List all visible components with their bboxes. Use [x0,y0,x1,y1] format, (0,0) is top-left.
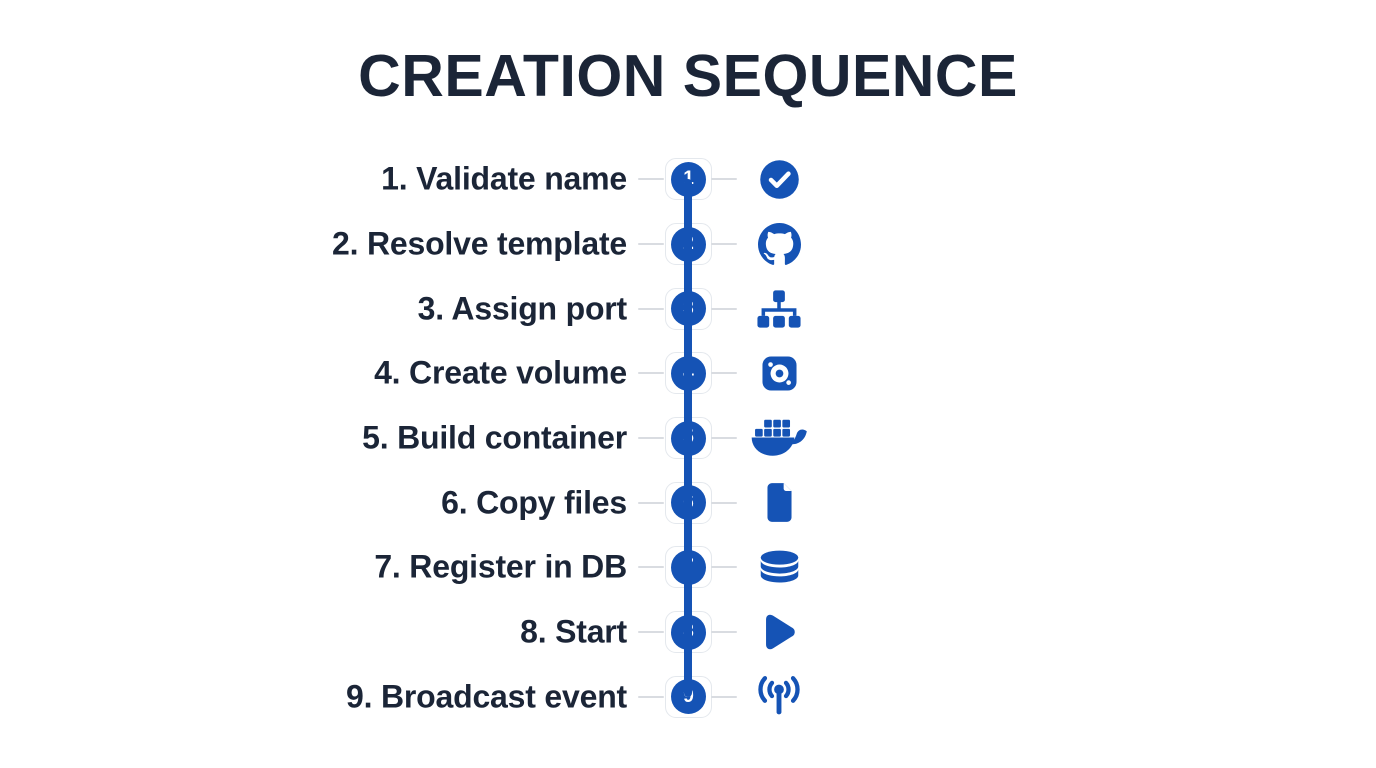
storage-disk-icon [758,352,801,395]
step-label: 7. Register in DB [374,548,627,585]
connector-left [638,243,664,246]
connector-right [711,178,737,181]
step-label: 4. Create volume [374,354,627,391]
timeline: 1. Validate name 1 2. Resolve template 2… [0,147,1376,731]
step-label: 8. Start [520,613,627,650]
play-icon [760,611,798,653]
connector-left [638,501,664,504]
step-icon-slot [747,279,811,339]
docker-whale-icon [748,415,810,461]
step-icon-slot [747,149,811,209]
database-icon [757,548,802,586]
page-title: CREATION SEQUENCE [358,43,1018,109]
step-icon-slot [747,343,811,403]
connector-right [711,307,737,310]
step-label: 5. Build container [362,419,627,456]
step-icon-slot [747,214,811,274]
connector-right [711,631,737,634]
sitemap-icon [755,289,803,329]
connector-left [638,307,664,310]
connector-right [711,372,737,375]
step-label: 2. Resolve template [332,225,627,262]
step-icon-slot [747,473,811,533]
step-icon-slot [747,537,811,597]
step-label: 9. Broadcast event [346,678,627,715]
connector-left [638,372,664,375]
file-icon [761,480,798,525]
github-icon [758,223,801,266]
connector-right [711,501,737,504]
step-icon-slot [747,408,811,468]
timeline-spine [684,179,692,697]
connector-left [638,695,664,698]
connector-right [711,566,737,569]
step-label: 6. Copy files [441,484,627,521]
connector-right [711,437,737,440]
connector-right [711,695,737,698]
connector-left [638,437,664,440]
step-icon-slot [747,602,811,662]
connector-left [638,631,664,634]
step-label: 1. Validate name [381,160,627,197]
connector-right [711,243,737,246]
connector-left [638,178,664,181]
step-label: 3. Assign port [417,290,628,327]
connector-left [638,566,664,569]
check-circle-icon [758,158,801,201]
broadcast-icon [752,674,806,719]
step-icon-slot [747,667,811,727]
